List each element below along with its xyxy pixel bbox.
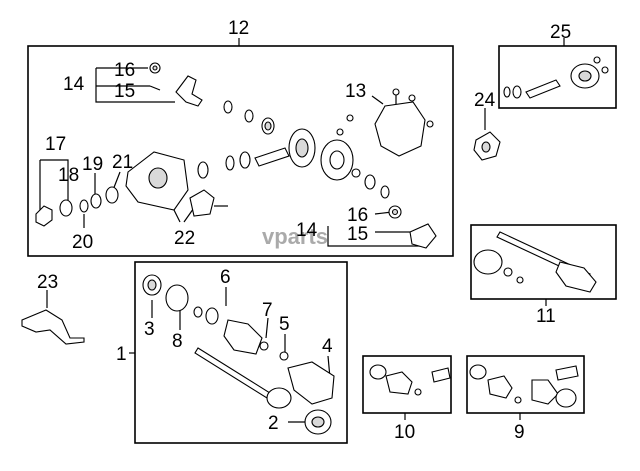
callout-18: 18 bbox=[58, 165, 79, 186]
callout-10: 10 bbox=[394, 422, 415, 443]
boot-kit-group-10 bbox=[369, 364, 451, 396]
group-box-25 bbox=[498, 45, 617, 109]
mount-22 bbox=[189, 189, 215, 217]
callout-16-lower: 16 bbox=[347, 205, 368, 226]
flange-group-25 bbox=[503, 56, 609, 99]
boot-4 bbox=[287, 361, 335, 405]
callout-7: 7 bbox=[262, 300, 273, 321]
seal-18 bbox=[59, 199, 73, 217]
watermark-text: vparts bbox=[262, 224, 328, 249]
callout-13: 13 bbox=[345, 81, 366, 102]
callout-17: 17 bbox=[45, 134, 66, 155]
cover-13 bbox=[374, 101, 426, 157]
boot-6 bbox=[223, 319, 263, 355]
axle-group-11 bbox=[473, 231, 597, 293]
callout-4: 4 bbox=[322, 336, 333, 357]
callout-3: 3 bbox=[144, 319, 155, 340]
shaft-1 bbox=[194, 347, 279, 404]
callout-6: 6 bbox=[220, 267, 231, 288]
callout-19: 19 bbox=[82, 154, 103, 175]
flange-14-lower bbox=[409, 223, 437, 249]
callout-24: 24 bbox=[474, 90, 496, 111]
bearing-19 bbox=[90, 193, 102, 209]
callout-15-lower: 15 bbox=[347, 224, 368, 245]
group-box-9 bbox=[466, 355, 585, 414]
callout-16-upper: 16 bbox=[114, 60, 135, 81]
boot-kit-group-9 bbox=[469, 364, 579, 408]
drive-shaft-group-1 bbox=[142, 274, 335, 435]
callout-12: 12 bbox=[228, 18, 249, 39]
clamp-7 bbox=[259, 341, 269, 351]
group-box-10 bbox=[362, 355, 452, 414]
pinion-shaft bbox=[254, 147, 290, 167]
callout-21: 21 bbox=[112, 152, 133, 173]
differential-group bbox=[35, 62, 437, 249]
callout-20: 20 bbox=[72, 232, 93, 253]
flange-14-upper bbox=[175, 75, 203, 107]
arm-23 bbox=[21, 309, 85, 345]
group-box-12 bbox=[27, 45, 454, 257]
callout-15-upper: 15 bbox=[114, 81, 135, 102]
flange-17 bbox=[35, 205, 53, 227]
bolt-15-upper bbox=[149, 85, 161, 91]
callout-11: 11 bbox=[536, 306, 556, 327]
callout-14-upper: 14 bbox=[63, 74, 85, 95]
callout-5: 5 bbox=[279, 314, 290, 335]
callout-2: 2 bbox=[268, 413, 279, 434]
bearing-21 bbox=[105, 186, 119, 204]
spacer-20 bbox=[79, 199, 89, 213]
callout-9: 9 bbox=[514, 422, 525, 443]
callout-14-lower: 14 bbox=[296, 220, 318, 241]
clamp-5 bbox=[279, 351, 289, 361]
callout-1: 1 bbox=[116, 344, 127, 365]
group-box-11 bbox=[470, 224, 617, 300]
boot-clamp-8 bbox=[165, 284, 189, 312]
callout-23: 23 bbox=[37, 272, 58, 293]
callout-8: 8 bbox=[172, 331, 183, 352]
callout-22: 22 bbox=[174, 228, 195, 249]
callout-25: 25 bbox=[550, 22, 571, 43]
callout-labels: 12 16 14 15 13 17 18 19 21 20 22 16 14 1… bbox=[37, 18, 571, 443]
